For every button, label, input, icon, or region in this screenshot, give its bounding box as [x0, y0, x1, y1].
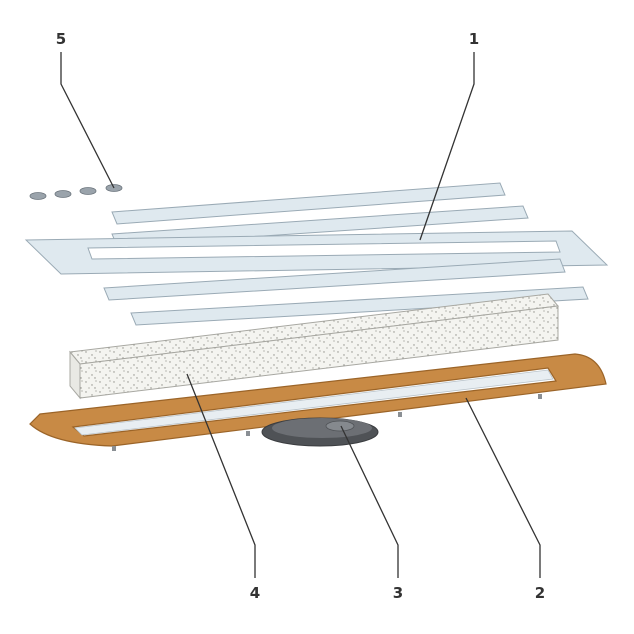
pad-2 — [54, 190, 72, 198]
callout-4: 4 — [250, 584, 260, 602]
foot-4 — [538, 394, 542, 399]
outlet-top — [272, 418, 372, 438]
leader-lines — [60, 52, 541, 578]
callout-2: 2 — [535, 584, 545, 602]
channel-body — [74, 369, 554, 436]
callout-3: 3 — [393, 584, 403, 602]
part-5-pads — [29, 184, 123, 200]
pad-3 — [79, 187, 97, 195]
foot-1 — [112, 446, 116, 451]
leader-4 — [186, 373, 256, 578]
callout-labels: 1 2 3 4 5 — [56, 30, 545, 602]
leader-5 — [60, 52, 115, 189]
callout-5: 5 — [56, 30, 66, 48]
part-4-foam-block — [69, 293, 559, 400]
glass-strip-top — [111, 182, 506, 225]
callout-1: 1 — [469, 30, 479, 48]
leader-3 — [340, 425, 399, 578]
pad-1 — [29, 192, 47, 200]
foam-front-texture — [80, 306, 558, 398]
glass-strip-lower — [103, 258, 566, 301]
leader-2 — [465, 397, 541, 578]
glass-strip-bottom — [130, 286, 589, 326]
part-1-glass-cover — [24, 182, 609, 326]
foam-top-texture — [70, 294, 558, 364]
leader-1 — [419, 52, 475, 241]
part-2-gasket-flange — [29, 353, 607, 451]
foam-end-face — [69, 350, 81, 400]
outlet-spigot — [325, 420, 355, 432]
foot-2 — [246, 431, 250, 436]
foot-3 — [398, 412, 402, 417]
part-3-outlet — [261, 417, 379, 447]
glass-frame — [24, 230, 609, 275]
